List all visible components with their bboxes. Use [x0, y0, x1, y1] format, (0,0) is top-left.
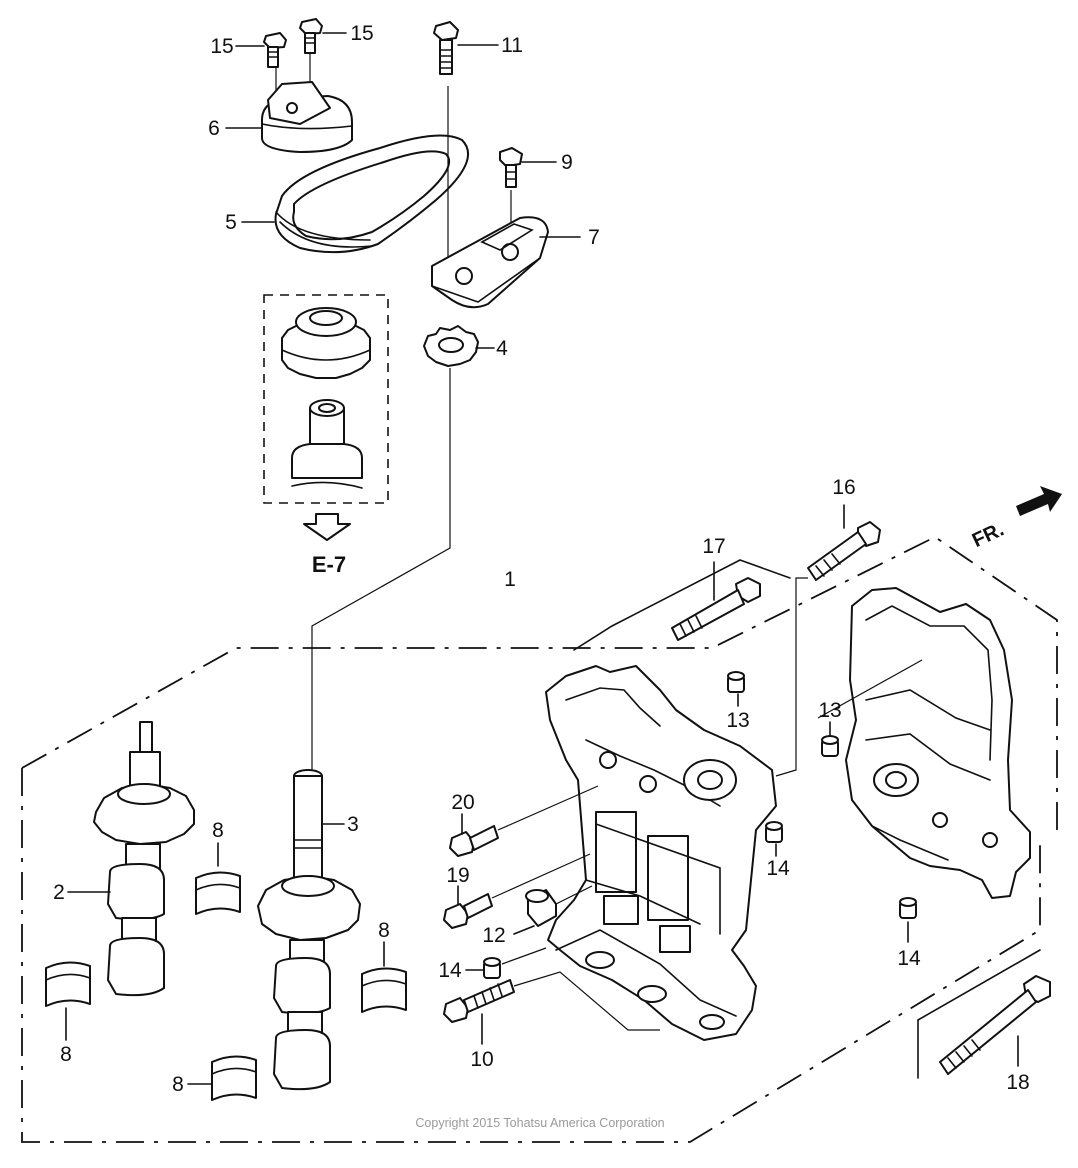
callout-2: 2 — [53, 881, 65, 904]
cover-plate — [845, 587, 1031, 899]
callout-5: 5 — [225, 211, 237, 234]
bearing-8-a — [195, 871, 241, 915]
callout-8-b: 8 — [60, 1043, 72, 1066]
callout-16: 16 — [832, 476, 855, 499]
callout-19: 19 — [446, 864, 469, 887]
shaft-detail — [291, 399, 363, 489]
callout-18: 18 — [1006, 1071, 1029, 1094]
dowel-14-c — [483, 957, 501, 979]
camshaft-3 — [257, 769, 361, 1091]
callout-3: 3 — [347, 813, 359, 836]
assembly-boundary — [21, 535, 1058, 1143]
bushing-12 — [525, 889, 557, 927]
reference-box — [263, 294, 389, 504]
down-arrow-outline-icon — [303, 513, 351, 541]
gear-detail — [281, 307, 371, 379]
callout-4: 4 — [496, 337, 508, 360]
callout-20: 20 — [451, 791, 474, 814]
callout-labels: 1 2 3 4 5 6 7 8 8 8 8 9 10 11 12 13 13 1… — [53, 22, 1030, 1096]
callout-13-a: 13 — [726, 709, 749, 732]
callout-15-a: 15 — [210, 35, 233, 58]
callout-13-b: 13 — [818, 699, 841, 722]
camshaft-holder — [545, 559, 791, 1041]
guide-plate-7 — [431, 216, 549, 309]
callout-14-c: 14 — [438, 959, 462, 982]
bolt-15-right — [299, 18, 323, 54]
callout-15-b: 15 — [350, 22, 373, 45]
callout-12: 12 — [482, 924, 505, 947]
callout-14-a: 14 — [766, 857, 790, 880]
callout-10: 10 — [470, 1048, 493, 1071]
dowel-13-b — [821, 735, 839, 757]
bolt-9 — [499, 147, 523, 188]
callout-6: 6 — [208, 117, 220, 140]
timing-chain-5 — [274, 134, 470, 254]
bearing-8-c — [361, 967, 407, 1013]
callout-17: 17 — [702, 535, 725, 558]
bearing-8-b — [45, 961, 91, 1007]
callout-8-c: 8 — [378, 919, 390, 942]
bolt-10 — [443, 979, 515, 1023]
dowel-14-b — [899, 897, 917, 919]
bolt-11 — [433, 21, 459, 75]
bearing-8-d — [211, 1055, 257, 1101]
chain-guide-6 — [261, 81, 353, 153]
front-indicator-label: FR. — [969, 518, 1007, 552]
callout-8-d: 8 — [172, 1073, 184, 1096]
copyright-notice: Copyright 2015 Tohatsu America Corporati… — [415, 1116, 664, 1130]
bolt-15-left — [263, 32, 287, 68]
right-arrow-filled-icon — [1016, 486, 1062, 516]
bolt-16 — [807, 521, 881, 581]
callout-8-a: 8 — [212, 819, 224, 842]
callout-11: 11 — [501, 34, 523, 57]
dowel-13-a — [727, 671, 745, 693]
bolt-17 — [671, 577, 761, 641]
callout-9: 9 — [561, 151, 573, 174]
callout-7: 7 — [588, 226, 600, 249]
dowel-14-a — [765, 821, 783, 843]
callout-14-b: 14 — [897, 947, 921, 970]
bolt-18 — [939, 975, 1051, 1075]
camshaft-2 — [93, 721, 195, 997]
reference-label: E-7 — [312, 552, 346, 577]
bolt-20 — [449, 825, 499, 857]
bolt-19 — [443, 893, 493, 929]
sprocket-4 — [423, 325, 479, 367]
callout-1: 1 — [504, 568, 516, 591]
